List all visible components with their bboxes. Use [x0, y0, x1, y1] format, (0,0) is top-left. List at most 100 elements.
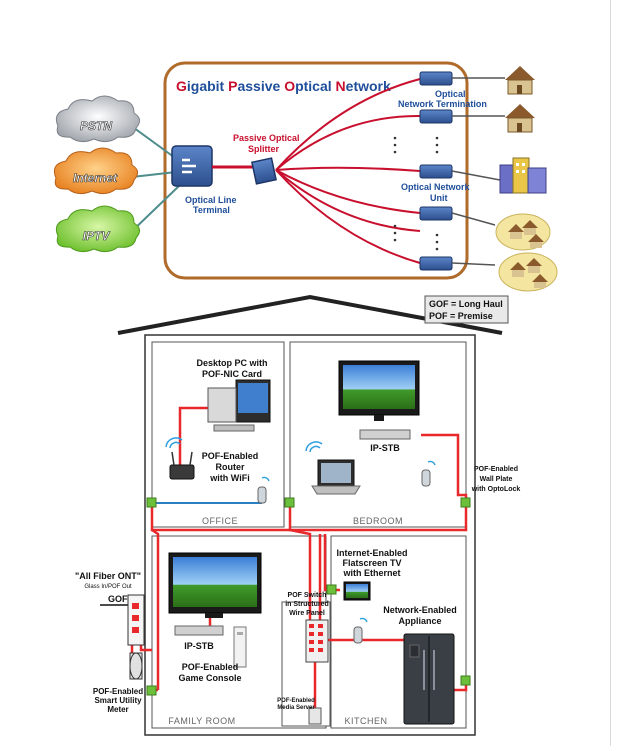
- fiber-legend: GOF = Long Haul POF = Premise: [424, 295, 509, 324]
- appliance-label-line1: Network-Enabled: [383, 605, 457, 615]
- wall-plate-label-line2: Wall Plate: [480, 476, 513, 483]
- title-rest-n: etwork: [346, 78, 391, 94]
- olt-device: Optical Line Terminal: [171, 145, 237, 215]
- page-edge-line: [610, 0, 611, 746]
- title-initial-n: N: [336, 78, 346, 94]
- wall-plate-label-line3: with OptoLock: [471, 486, 521, 493]
- gpon-diagram: Gigabit Passive Optical Network PSTN Int…: [53, 61, 558, 292]
- bedroom-stb-label: IP-STB: [370, 443, 400, 453]
- continuation-dots: [393, 136, 439, 251]
- ont-heading: "All Fiber ONT": [75, 571, 141, 581]
- appliance-label-line2: Appliance: [398, 616, 441, 626]
- bedroom-stb: [359, 429, 411, 440]
- jack-office: [146, 497, 157, 508]
- onu-box-1: [419, 164, 453, 179]
- pstn-cloud: PSTN: [55, 95, 140, 143]
- switch-label-line2: in Structured: [285, 601, 329, 608]
- onu-label-line2: Unit: [430, 193, 448, 203]
- iptv-label: IPTV: [83, 229, 111, 243]
- onu-box-3: [419, 256, 453, 271]
- ont-sub: Glass In/POF Out: [84, 584, 132, 590]
- internet-tv-label-line1: Internet-Enabled: [336, 548, 407, 558]
- neighborhood-icon-2: [498, 252, 558, 292]
- ont-box-2: [419, 109, 453, 124]
- family-room-label: FAMILY ROOM: [168, 716, 235, 726]
- kitchen-label: KITCHEN: [344, 716, 387, 726]
- router-wifi-icon: [165, 437, 183, 449]
- fiber-fanout: [275, 78, 421, 264]
- bedroom-tv: [338, 360, 420, 421]
- desktop-label-line1: Desktop PC with: [196, 358, 267, 368]
- title-rest-p: assive: [237, 78, 284, 94]
- router-label-line3: with WiFi: [209, 473, 249, 483]
- laptop-wifi-icon: [305, 441, 323, 453]
- meter-label-line3: Meter: [107, 705, 128, 714]
- house-icon-2: [505, 104, 535, 133]
- refrigerator: [403, 633, 455, 725]
- wall-jacks: [146, 497, 471, 696]
- building-icon: [499, 157, 547, 194]
- console-label-line1: POF-Enabled: [182, 662, 239, 672]
- splitter-label-line1: Passive Optical: [233, 133, 300, 143]
- onu-box-2: [419, 206, 453, 221]
- ont-label-line2: Network Termination: [398, 99, 487, 109]
- office-label: OFFICE: [202, 516, 238, 526]
- splitter-device: Passive Optical Splitter: [233, 133, 300, 185]
- title-rest-g: igabit: [187, 78, 228, 94]
- switch-label-line1: POF Switch: [288, 592, 327, 599]
- olt-label-line2: Terminal: [193, 205, 230, 215]
- internet-label: Internet: [73, 171, 118, 185]
- wifi-router: [169, 451, 195, 480]
- ont-box: [127, 594, 145, 646]
- jack-bedroom: [460, 497, 471, 508]
- kitchen-tv: [343, 581, 371, 601]
- bedroom-label: BEDROOM: [353, 516, 403, 526]
- gof-label: GOF: [108, 594, 128, 604]
- title-initial-o: O: [284, 78, 295, 94]
- console-label-line2: Game Console: [178, 673, 241, 683]
- switch-label-line3: Wire Panel: [289, 610, 325, 617]
- media-server: [308, 707, 322, 725]
- title-initial-g: G: [176, 78, 187, 94]
- internet-tv-label-line3: with Ethernet: [342, 568, 400, 578]
- internet-tv-label-line2: Flatscreen TV: [342, 558, 401, 568]
- house-diagram: GOF = Long Haul POF = Premise OFFICE BED…: [75, 294, 521, 736]
- office-phone: [257, 476, 270, 504]
- game-console: [233, 626, 247, 668]
- smart-meter: [129, 652, 143, 680]
- jack-office-bedroom: [284, 497, 295, 508]
- jack-kitchen: [460, 675, 471, 686]
- title-rest-o: ptical: [295, 78, 335, 94]
- splitter-label-line2: Splitter: [248, 144, 280, 154]
- meter-label-line1: POF-Enabled: [93, 687, 143, 696]
- wall-plate-label-line1: POF-Enabled: [474, 466, 518, 473]
- family-stb-label: IP-STB: [184, 641, 214, 651]
- onu-label-line1: Optical Network: [401, 182, 471, 192]
- onu-boxes: [419, 71, 453, 271]
- kitchen-phone: [353, 617, 368, 644]
- desktop-pc: [207, 379, 271, 432]
- pstn-label: PSTN: [80, 119, 112, 133]
- bedroom-phone: [421, 460, 436, 487]
- jack-family-room: [146, 685, 157, 696]
- neighborhood-icon-1: [495, 213, 551, 251]
- legend-pof: POF = Premise: [429, 311, 493, 321]
- bedroom-laptop: [311, 459, 361, 495]
- legend-gof: GOF = Long Haul: [429, 299, 503, 309]
- iptv-cloud: IPTV: [55, 205, 140, 253]
- family-tv: [168, 552, 262, 618]
- jack-kitchen-tv: [326, 584, 337, 595]
- family-stb: [174, 625, 224, 636]
- olt-label-line1: Optical Line: [185, 195, 237, 205]
- router-label-line2: Router: [216, 462, 245, 472]
- desktop-label-line2: POF-NIC Card: [202, 369, 262, 379]
- meter-label-line2: Smart Utility: [94, 696, 142, 705]
- ont-label-line1: Optical: [435, 89, 466, 99]
- house-icon-1: [505, 66, 535, 95]
- internet-cloud: Internet: [53, 147, 138, 195]
- media-server-label-line1: POF-Enabled: [277, 698, 315, 704]
- router-label-line1: POF-Enabled: [202, 451, 259, 461]
- gpon-title: Gigabit Passive Optical Network: [176, 78, 391, 94]
- ont-box-1: [419, 71, 453, 86]
